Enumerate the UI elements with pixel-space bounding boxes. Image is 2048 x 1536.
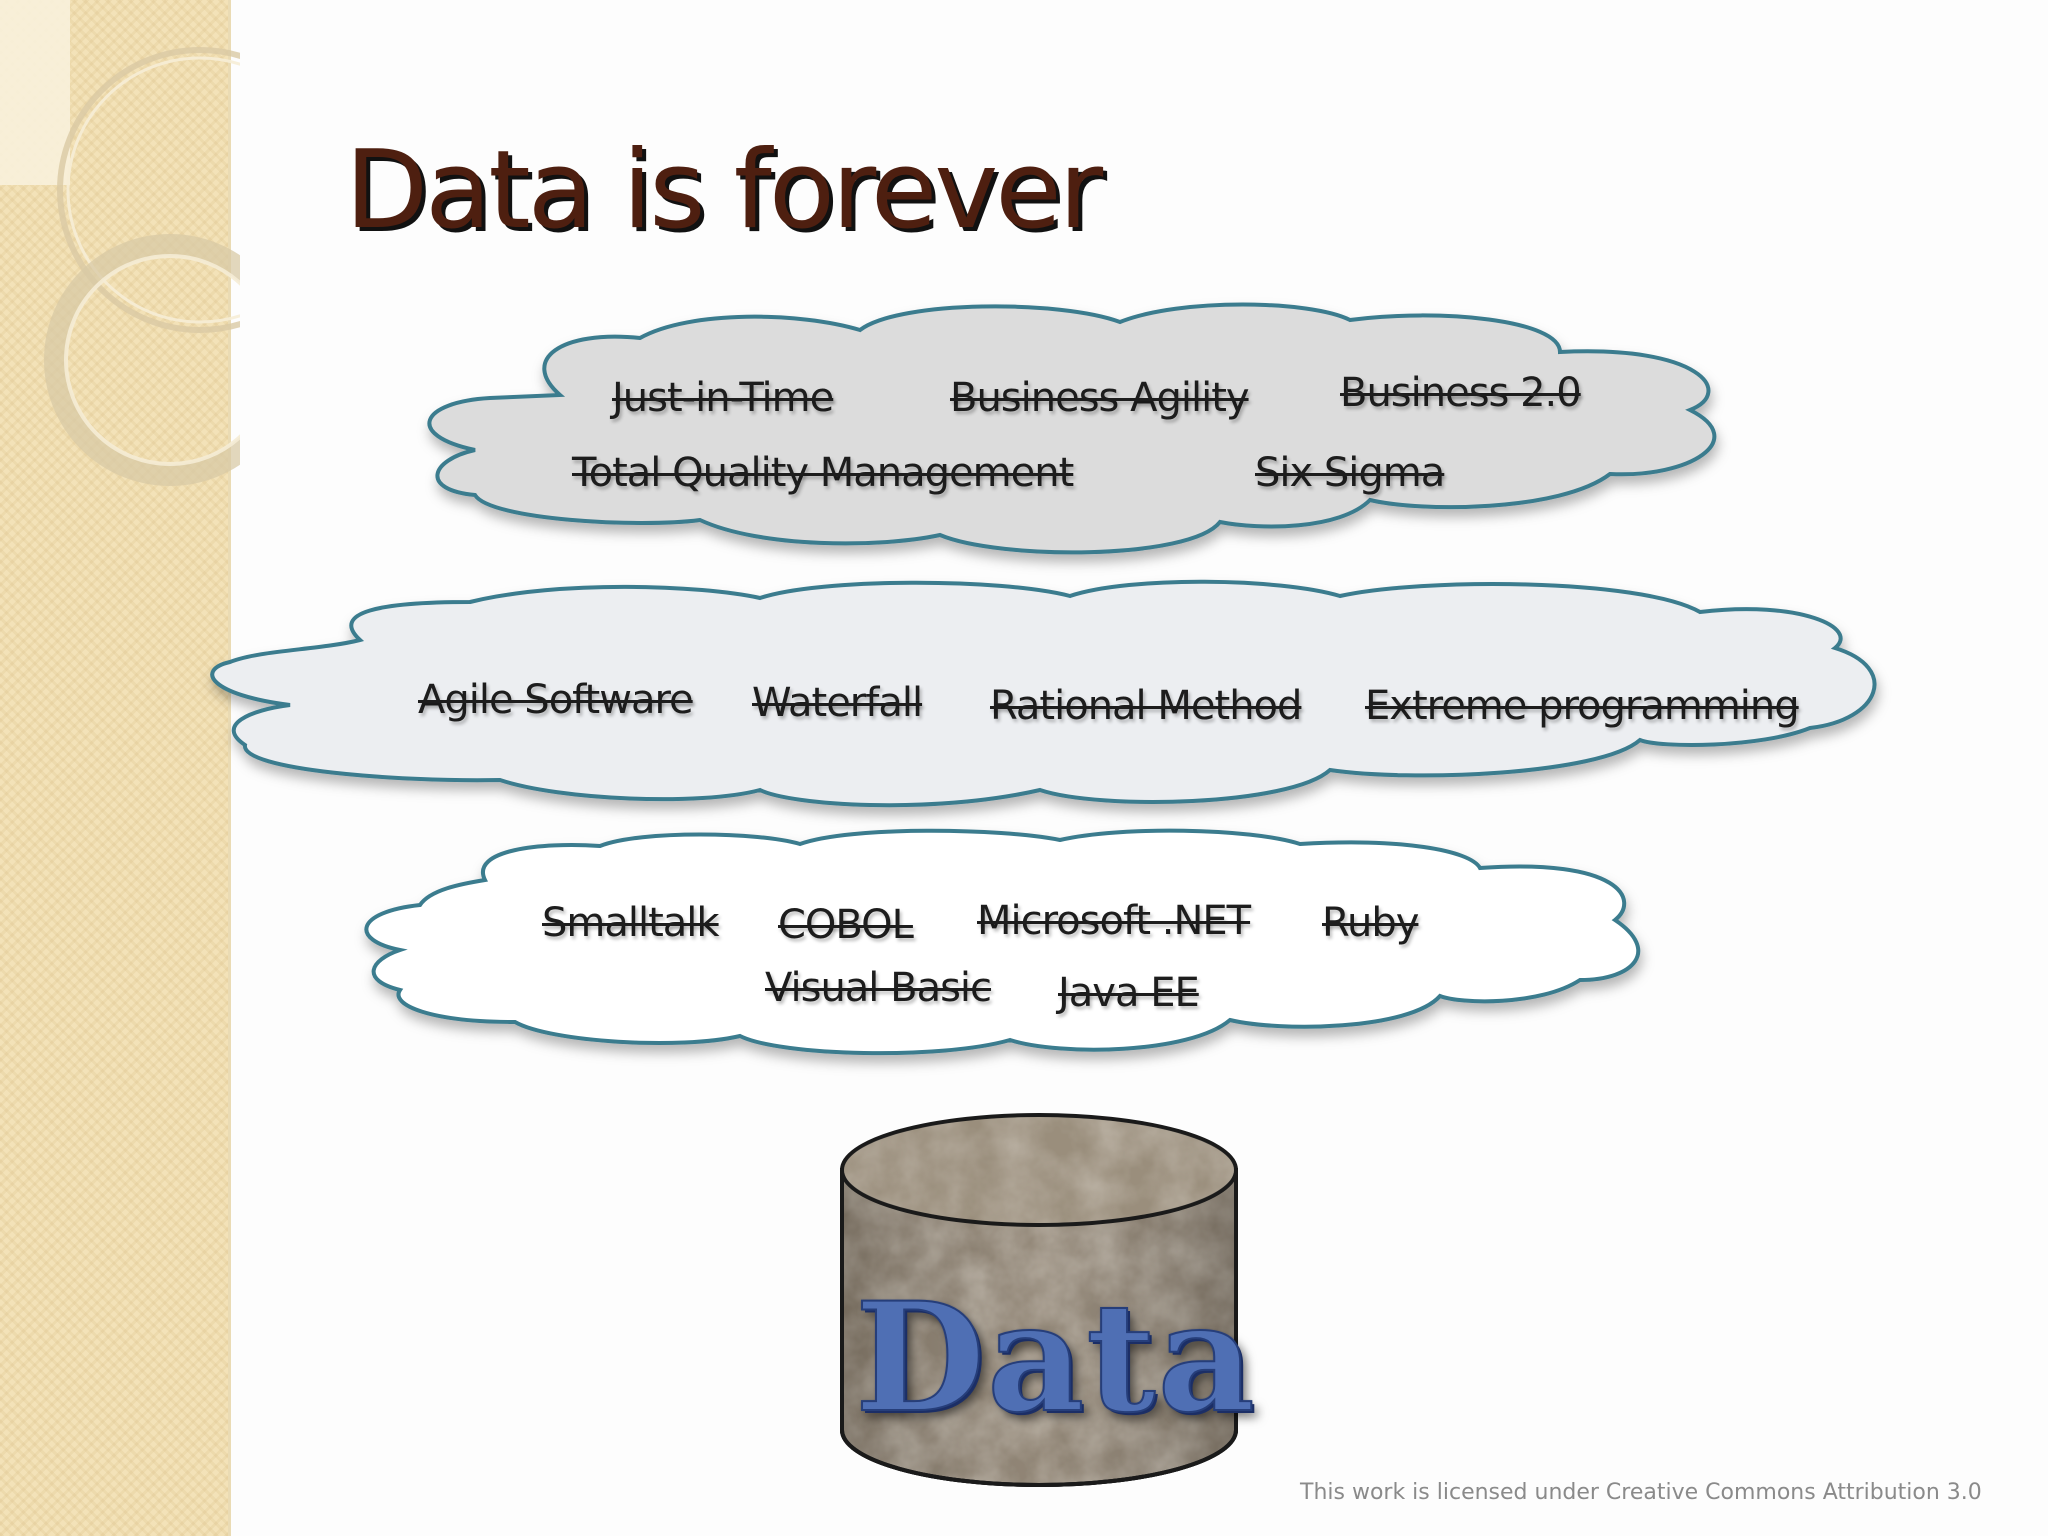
term-smalltalk: Smalltalk [542,900,720,946]
term-total-quality-management: Total Quality Management [572,450,1074,496]
term-six-sigma: Six Sigma [1255,450,1445,496]
term-rational-method: Rational Method [990,683,1302,729]
term-agile-software: Agile Software [418,677,694,723]
slide-title: Data is forever [345,128,1103,253]
term-extreme-programming: Extreme programming [1365,683,1800,729]
sidebar-rings-decoration [0,0,240,486]
term-just-in-time: Just-in-Time [612,375,834,421]
cloud-methodologies [210,579,1877,808]
term-ruby: Ruby [1322,900,1419,946]
term-business-2-0: Business 2.0 [1340,370,1582,416]
term-microsoft-net: Microsoft .NET [977,898,1251,944]
term-java-ee: Java EE [1058,970,1200,1016]
database-cylinder [840,1113,1238,1487]
term-waterfall: Waterfall [752,680,923,726]
term-cobol: COBOL [778,902,914,948]
term-visual-basic: Visual Basic [765,965,992,1011]
term-business-agility: Business Agility [950,375,1250,421]
license-footer: This work is licensed under Creative Com… [1300,1480,1982,1505]
database-label: Data [854,1269,1257,1447]
cloud-management-fads [427,302,1717,555]
sidebar-texture [0,0,240,1536]
cloud-technologies [364,828,1641,1056]
